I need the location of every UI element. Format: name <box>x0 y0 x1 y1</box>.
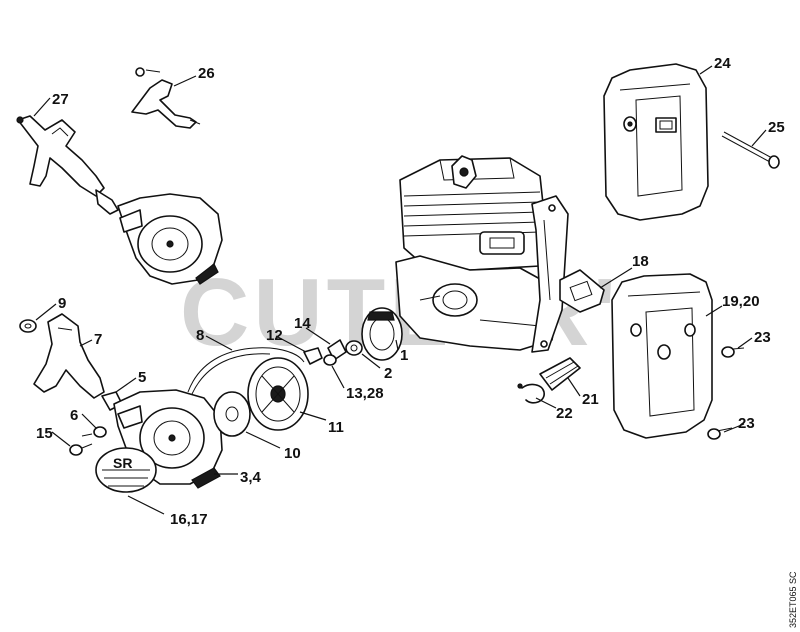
callout-6: 6 <box>70 407 78 424</box>
upper-fan-housing <box>117 193 223 285</box>
part-12-pawl <box>303 347 323 365</box>
part-6-screw <box>81 426 107 438</box>
part-8-starter-rope <box>187 347 305 395</box>
part-15-screw <box>69 443 93 456</box>
callout-12: 12 <box>266 327 283 344</box>
callout-22: 22 <box>556 405 573 422</box>
part-18-gasket <box>559 269 605 313</box>
part-13-28-washer <box>323 354 337 366</box>
part-9-nut <box>19 319 37 333</box>
callout-15: 15 <box>36 425 53 442</box>
callout-labels: 24 25 26 27 18 19,20 23 23 21 22 9 7 8 5… <box>36 55 785 528</box>
part-23-screw-lower <box>707 427 733 440</box>
reference-code: 352ET065 SC <box>788 571 798 628</box>
callout-23-lower: 23 <box>738 415 755 432</box>
part-11-rope-rotor <box>247 357 309 431</box>
callout-7: 7 <box>94 331 102 348</box>
callout-14: 14 <box>294 315 311 332</box>
callout-3-4: 3,4 <box>240 469 262 486</box>
callout-24: 24 <box>714 55 731 72</box>
part-26-handle <box>131 67 201 129</box>
callout-26: 26 <box>198 65 215 82</box>
part-27-throttle-handle <box>16 115 119 215</box>
callout-11: 11 <box>328 419 344 436</box>
callout-23-upper: 23 <box>754 329 771 346</box>
part-7-starter-grip <box>33 313 105 399</box>
part-25-bolt <box>721 131 780 169</box>
callout-9: 9 <box>58 295 66 312</box>
part-23-screw-upper <box>721 346 745 358</box>
part-22-clip <box>517 383 545 404</box>
callout-5: 5 <box>138 369 146 386</box>
part-19-20-muffler <box>611 273 713 439</box>
part-2-nut <box>345 340 363 356</box>
cylinder-engine-block <box>395 155 569 353</box>
callout-10: 10 <box>284 445 301 462</box>
callout-16-17: 16,17 <box>170 511 208 528</box>
leader-lines <box>33 65 767 515</box>
callout-2: 2 <box>384 365 392 382</box>
callout-13-28: 13,28 <box>346 385 384 402</box>
part-10-washer <box>213 391 251 437</box>
callout-19-20: 19,20 <box>722 293 760 310</box>
sr-logo: SR <box>113 455 132 471</box>
callout-25: 25 <box>768 119 785 136</box>
callout-21: 21 <box>582 391 599 408</box>
part-24-muffler <box>603 63 709 221</box>
part-21-screen <box>539 357 581 391</box>
callout-1: 1 <box>400 347 408 364</box>
callout-8: 8 <box>196 327 204 344</box>
callout-18: 18 <box>632 253 649 270</box>
part-16-17-cover-plate: SR <box>95 447 157 493</box>
part-1-pawl-carrier <box>361 307 403 361</box>
callout-27: 27 <box>52 91 69 108</box>
